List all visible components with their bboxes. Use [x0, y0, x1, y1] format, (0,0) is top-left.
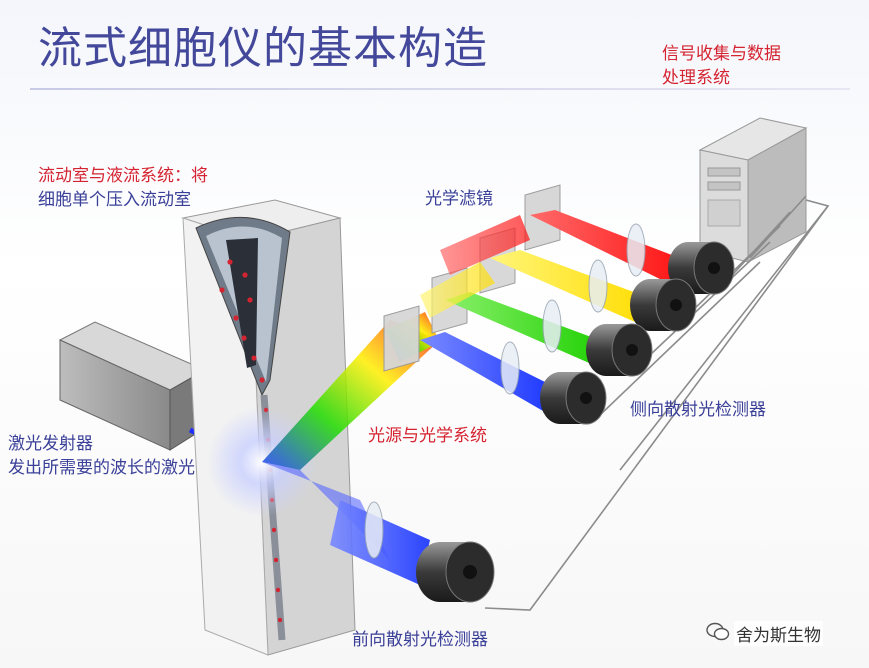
side-scatter-label: 侧向散射光检测器 [630, 400, 766, 420]
signal-system-line-1: 信号收集与数据 [662, 44, 781, 64]
laser-line-2: 发出所需要的波长的激光 [8, 458, 195, 478]
signal-system-label: 信号收集与数据 处理系统 [662, 42, 781, 90]
forward-scatter-detector [416, 541, 495, 603]
laser-emitter [58, 321, 207, 451]
lenses [364, 223, 646, 559]
page-title: 流式细胞仪的基本构造 [38, 23, 488, 74]
fluorescence-beams [420, 210, 690, 415]
computer-icon [698, 117, 808, 263]
watermark-text: 舍为斯生物 [734, 621, 823, 646]
laser-line-1: 激光发射器 [8, 434, 93, 454]
title-divider [30, 88, 850, 90]
side-scatter-detectors [540, 241, 735, 425]
optical-filter-label: 光学滤镜 [425, 189, 493, 209]
flow-chamber-label: 流动室与液流系统：将 细胞单个压入流动室 [38, 164, 208, 212]
signal-system-line-2: 处理系统 [662, 68, 730, 88]
laser-label: 激光发射器 发出所需要的波长的激光 [8, 432, 195, 480]
forward-scatter-label: 前向散射光检测器 [352, 630, 488, 650]
signal-wires [484, 195, 830, 611]
flow-chamber-line-1: 流动室与液流系统：将 [38, 166, 208, 186]
light-source-label: 光源与光学系统 [368, 426, 487, 446]
wechat-icon [706, 622, 730, 641]
flow-chamber-line-2: 细胞单个压入流动室 [38, 190, 191, 210]
